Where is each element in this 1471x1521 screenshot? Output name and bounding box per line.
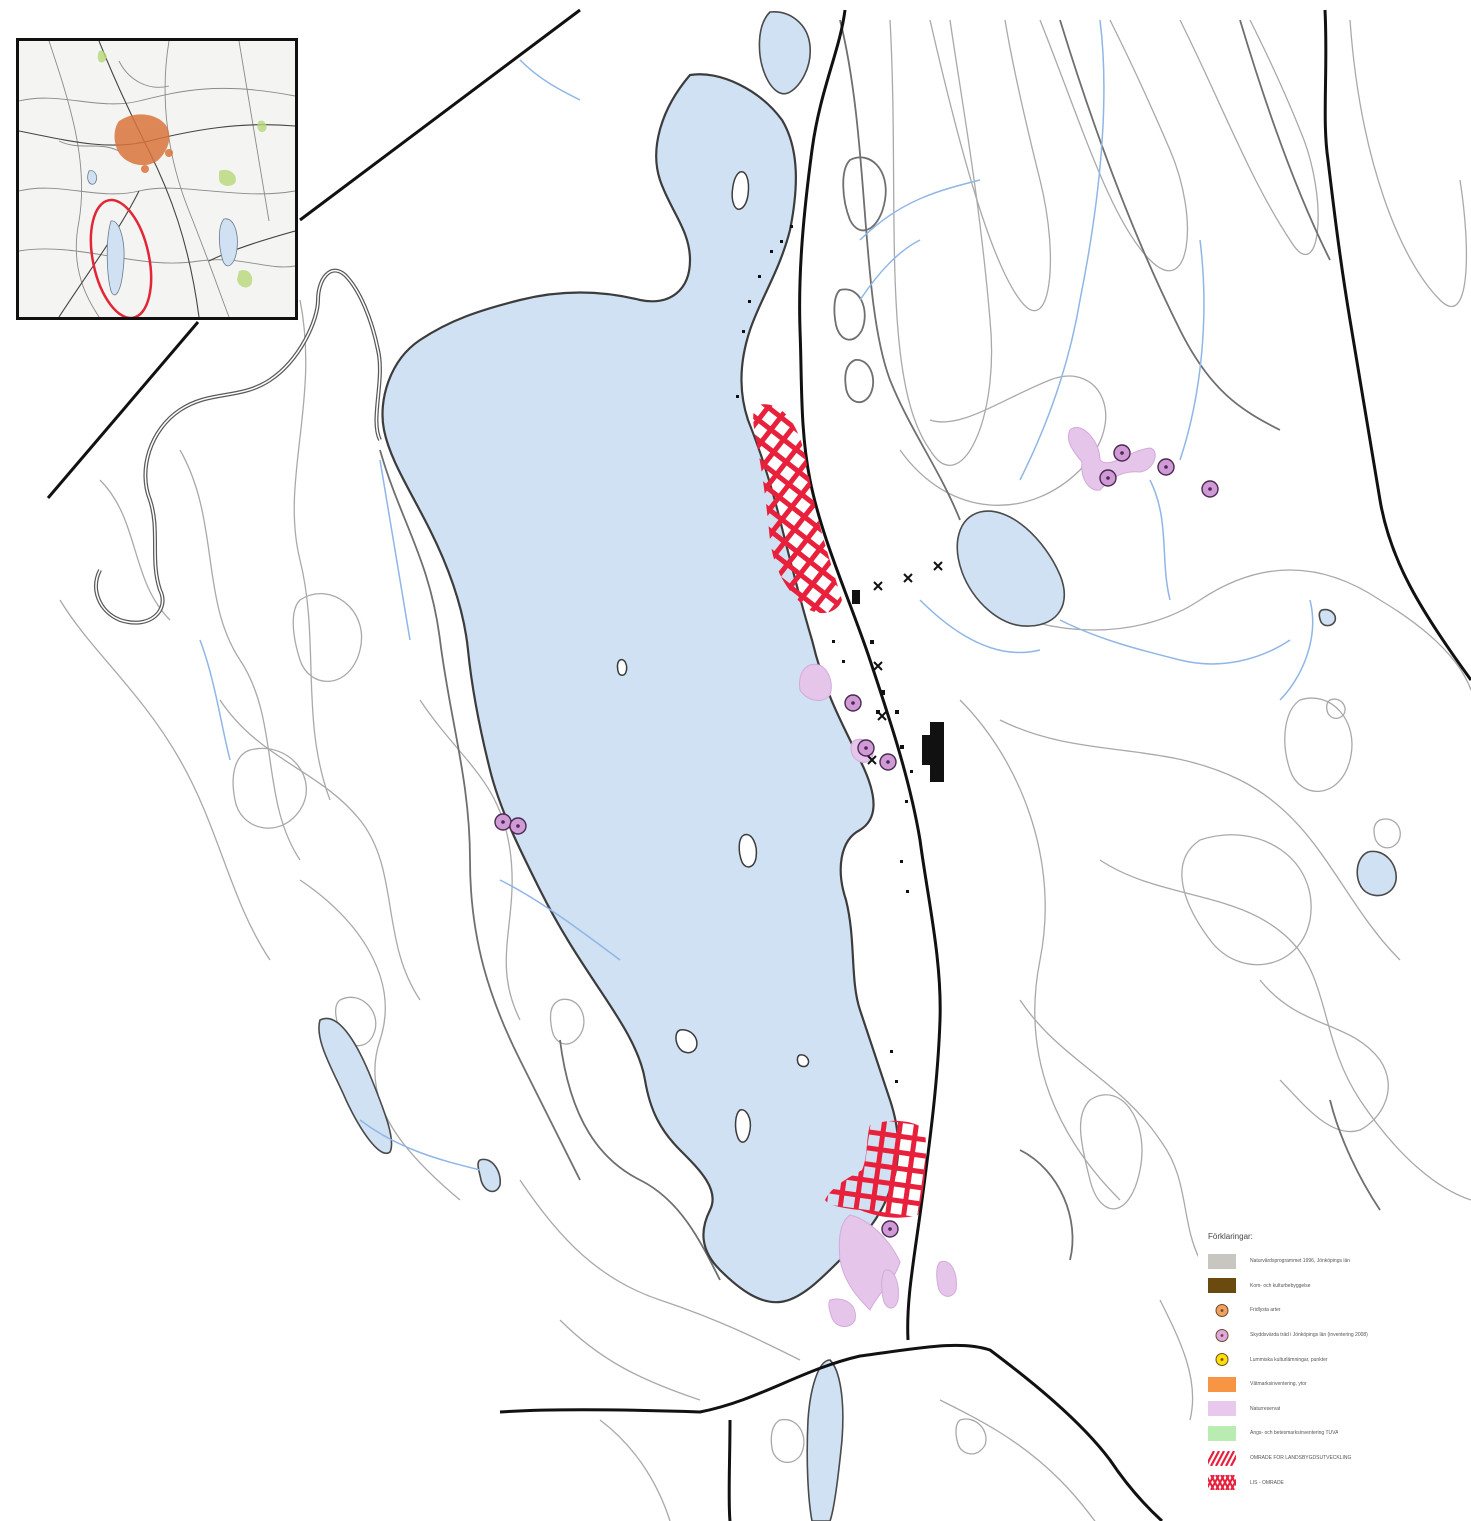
legend-item: Naturreservat: [1208, 1397, 1467, 1422]
legend-label: Fridlysta arter: [1250, 1307, 1281, 1314]
legend-label: OMRÅDE FÖR LANDSBYGDSUTVECKLING: [1250, 1455, 1352, 1462]
contour-lines-major: [379, 19, 1381, 1281]
legend-item: Naturvårdsprogrammet 1996, Jönköpings lä…: [1208, 1249, 1467, 1274]
legend-label: Kom- och kulturbebyggelse: [1250, 1282, 1311, 1289]
legend-item: Kom- och kulturbebyggelse: [1208, 1274, 1467, 1299]
x-cross-marker: [867, 561, 943, 765]
municipal-boundary: [94, 268, 382, 625]
legend-item: OMRÅDE FÖR LANDSBYGDSUTVECKLING: [1208, 1446, 1467, 1471]
legend-label: LIS - OMRÅDE: [1250, 1479, 1284, 1486]
legend-title: Förklaringar:: [1208, 1232, 1253, 1241]
legend-swatch-rect-icon: [1208, 1425, 1236, 1441]
contour-lines: [59, 19, 1471, 1521]
legend-swatch-hatch-icon: [1208, 1450, 1236, 1466]
lake-islands: [616, 171, 810, 1143]
legend-label: Våtmarksinventering, ytor: [1250, 1381, 1307, 1388]
overview-inset-map[interactable]: [16, 38, 298, 320]
legend-swatch-circle-icon: [1208, 1303, 1236, 1318]
buildings: [736, 225, 944, 1083]
lis-area-south: [825, 1120, 927, 1218]
legend-item: Skyddsvärda träd i Jönköpings län (inven…: [1208, 1323, 1467, 1348]
legend-label: Ängs- och betesmarksinventering TUVA: [1250, 1430, 1339, 1437]
small-lakes-east: [758, 11, 1397, 1521]
legend-item: Fridlysta arter: [1208, 1298, 1467, 1323]
legend-item: Våtmarksinventering, ytor: [1208, 1372, 1467, 1397]
legend-swatch-rect-icon: [1208, 1278, 1236, 1294]
legend-swatch-circle-icon: [1208, 1352, 1236, 1367]
map-legend: Förklaringar: Naturvårdsprogrammet 1996,…: [1198, 1222, 1471, 1512]
legend-swatch-rect-icon: [1208, 1401, 1236, 1417]
legend-swatch-circle-icon: [1208, 1328, 1236, 1343]
legend-item: Ängs- och betesmarksinventering TUVA: [1208, 1421, 1467, 1446]
small-lakes-west: [318, 1017, 502, 1193]
legend-label: Lummiska kulturlämningar, punkter: [1250, 1356, 1328, 1363]
legend-swatch-cross-icon: [1208, 1475, 1236, 1491]
roads: [46, 8, 1471, 1521]
legend-items: Naturvårdsprogrammet 1996, Jönköpings lä…: [1208, 1249, 1467, 1495]
legend-item: Lummiska kulturlämningar, punkter: [1208, 1347, 1467, 1372]
legend-item: LIS - OMRÅDE: [1208, 1470, 1467, 1495]
legend-label: Naturvårdsprogrammet 1996, Jönköpings lä…: [1250, 1258, 1351, 1265]
study-area-highlight: [89, 198, 153, 317]
legend-label: Skyddsvärda träd i Jönköpings län (inven…: [1250, 1332, 1368, 1339]
legend-swatch-rect-icon: [1208, 1253, 1236, 1269]
legend-swatch-rect-icon: [1208, 1376, 1236, 1392]
legend-label: Naturreservat: [1250, 1405, 1281, 1412]
lis-area-north: [753, 404, 842, 614]
